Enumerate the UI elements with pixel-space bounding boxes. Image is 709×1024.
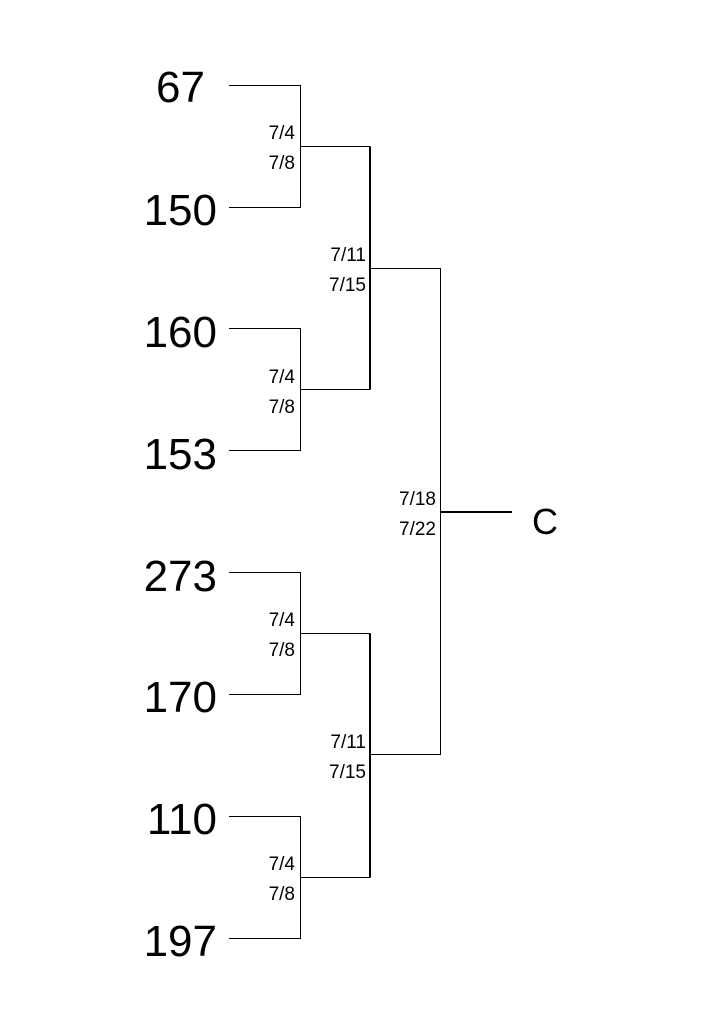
final-end-date: 7/22 [399, 519, 436, 540]
round1-end-date: 7/8 [269, 884, 295, 905]
round1-connector [229, 815, 302, 940]
round2-connector [300, 632, 371, 879]
final-start-date: 7/18 [399, 489, 436, 510]
round1-end-date: 7/8 [269, 153, 295, 174]
round2-start-date: 7/11 [330, 732, 366, 753]
round2-start-date: 7/11 [330, 245, 366, 266]
entrant-label: 170 [144, 673, 217, 722]
entrant-label: 67 [156, 63, 205, 112]
round1-connector [229, 327, 302, 452]
round2-end-date: 7/15 [329, 275, 366, 296]
round2-end-date: 7/15 [329, 762, 366, 783]
entrant-label: 160 [144, 308, 217, 357]
round1-start-date: 7/4 [269, 854, 296, 875]
round1-end-date: 7/8 [269, 640, 295, 661]
entrant-label: 110 [147, 795, 217, 844]
round2-connector [300, 145, 371, 391]
round1-connector [229, 84, 302, 209]
entrant-label: 273 [144, 552, 217, 601]
round1-start-date: 7/4 [269, 610, 296, 631]
round1-start-date: 7/4 [269, 367, 296, 388]
entrant-label: 153 [144, 430, 217, 479]
entrant-label: 197 [144, 917, 217, 966]
winner-label: C [532, 501, 558, 542]
round1-start-date: 7/4 [269, 123, 296, 144]
round1-end-date: 7/8 [269, 397, 295, 418]
round1-connector [229, 571, 302, 696]
final-connector [370, 267, 442, 756]
entrant-label: 150 [144, 186, 217, 235]
